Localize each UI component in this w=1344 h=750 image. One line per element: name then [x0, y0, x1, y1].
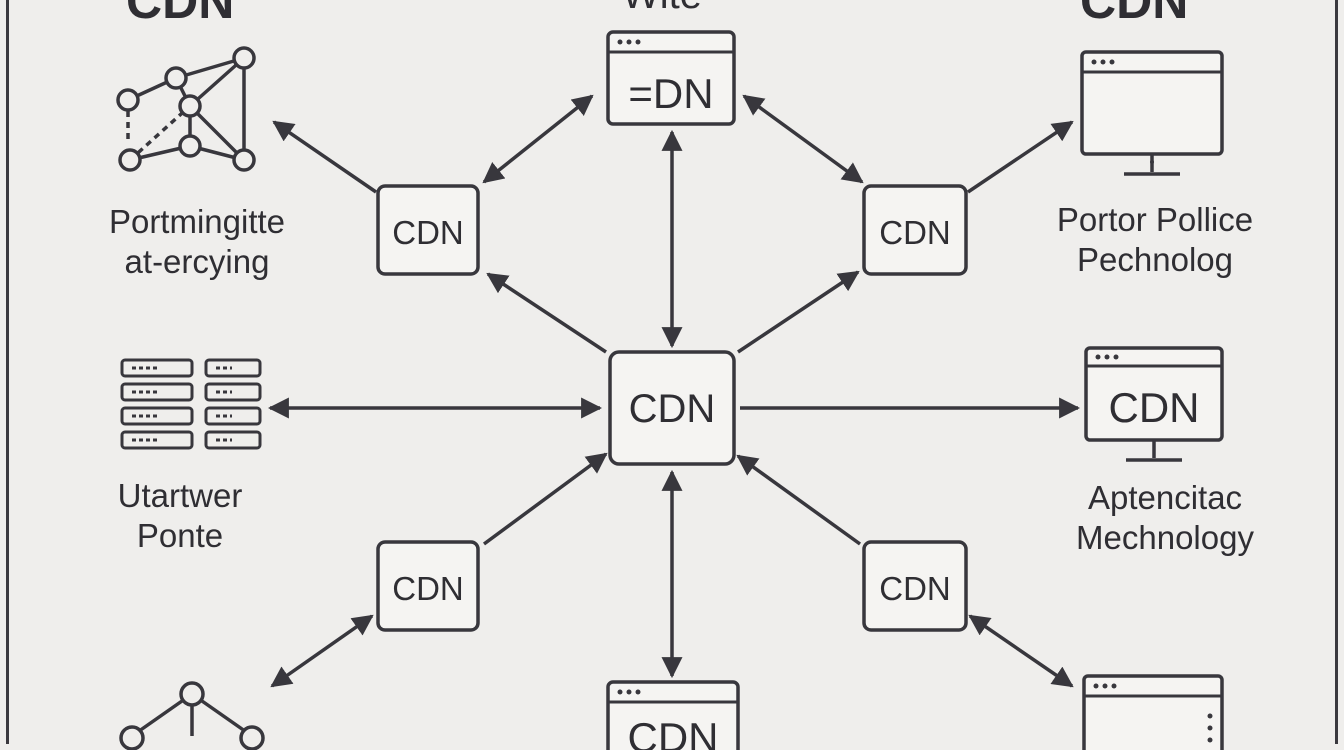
- browser-window-bottom[interactable]: CDN: [606, 680, 740, 750]
- label-monitor-top-right-line1: Portor Pollice: [1056, 201, 1254, 238]
- cdn-node-upper-left[interactable]: CDN: [376, 184, 480, 276]
- cdn-node-center-label: CDN: [629, 387, 716, 431]
- browser-window-bottom-label: CDN: [628, 714, 719, 750]
- monitor-right[interactable]: CDN: [1084, 346, 1224, 462]
- arrow-lower-right-to-window: [968, 614, 1074, 688]
- cdn-node-upper-right-label: CDN: [879, 214, 951, 251]
- cdn-node-upper-right[interactable]: CDN: [862, 184, 968, 276]
- browser-window-top-label: =DN: [628, 70, 713, 117]
- browser-window-top[interactable]: =DN: [606, 30, 736, 126]
- label-monitor-top-right: Portor Pollice Pechnolog: [1030, 200, 1280, 280]
- arrow-center-to-upper-left: [486, 272, 607, 354]
- label-network-graph: Portmingitte at-ercying: [82, 202, 312, 282]
- arrow-lower-left-to-tree: [270, 614, 374, 688]
- connections: [267, 94, 1081, 688]
- tree-graph-icon: [119, 681, 265, 750]
- heading-top-left: CDN: [126, 0, 235, 29]
- label-server-rack-line2: Ponte: [136, 517, 224, 554]
- label-monitor-top-right-line2: Pechnolog: [1077, 241, 1233, 278]
- network-graph-icon: [116, 46, 256, 172]
- label-monitor-right-line1: Aptencitac: [1087, 479, 1243, 516]
- label-monitor-right: Aptencitac Mechnology: [1040, 478, 1290, 558]
- monitor-right-label: CDN: [1109, 384, 1200, 431]
- window-bottom-right[interactable]: [1082, 674, 1224, 750]
- arrow-top-window-to-upper-left: [482, 94, 594, 184]
- cdn-node-lower-left[interactable]: CDN: [376, 540, 480, 632]
- cdn-node-lower-right-label: CDN: [879, 570, 951, 607]
- cdn-node-upper-left-label: CDN: [392, 214, 464, 251]
- cdn-node-center[interactable]: CDN: [608, 350, 736, 466]
- cdn-node-lower-left-label: CDN: [392, 570, 464, 607]
- heading-top-center: Wite: [622, 0, 702, 20]
- label-network-graph-line1: Portmingitte: [108, 203, 286, 240]
- arrow-top-window-to-upper-right: [742, 94, 864, 184]
- arrow-lower-left-to-center: [482, 452, 608, 546]
- arrow-upper-right-to-monitor: [967, 120, 1074, 194]
- label-server-rack: Utartwer Ponte: [90, 476, 270, 556]
- arrow-lower-right-to-center: [736, 454, 862, 546]
- label-monitor-right-line2: Mechnology: [1076, 519, 1254, 556]
- arrow-center-to-upper-right: [737, 270, 860, 354]
- cdn-node-lower-right[interactable]: CDN: [862, 540, 968, 632]
- label-network-graph-line2: at-ercying: [124, 243, 270, 280]
- arrow-upper-left-to-network: [272, 120, 377, 194]
- label-server-rack-line1: Utartwer: [117, 477, 243, 514]
- monitor-top-right[interactable]: [1080, 50, 1224, 176]
- server-rack-icon: [120, 358, 262, 450]
- heading-top-right: CDN: [1080, 0, 1189, 29]
